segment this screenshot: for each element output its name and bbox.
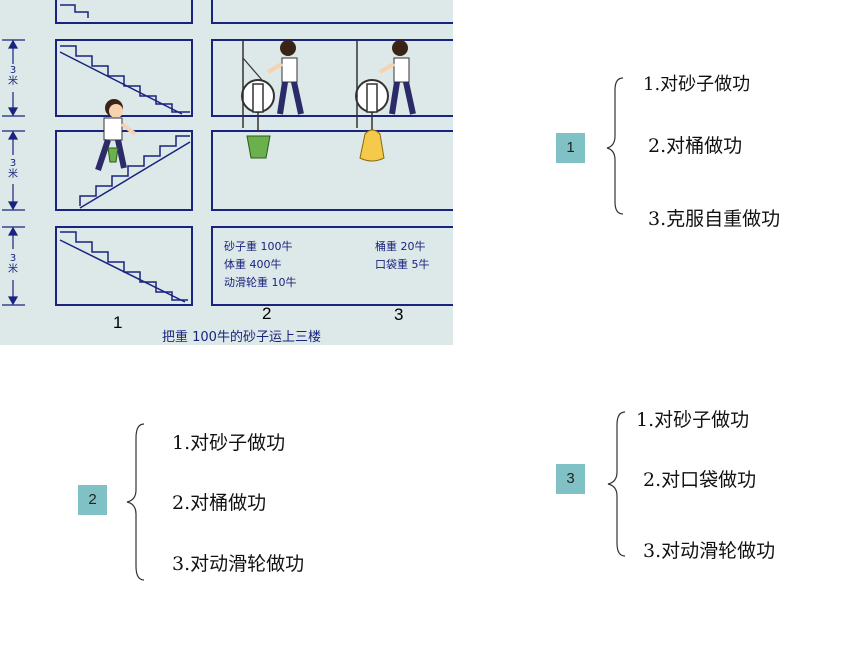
group1-item-3: 3.克服自重做功 <box>648 208 781 230</box>
dimension-label-bottom: 3米 <box>8 253 18 275</box>
group2-item-1: 1.对砂子做功 <box>172 432 286 454</box>
method-badge-2: 2 <box>78 485 107 515</box>
method-number-3: 3 <box>394 305 404 324</box>
building-illustration: 3米 3米 3米 砂子重 100牛 体重 400牛 动滑轮重 10牛 桶重 20… <box>0 0 453 345</box>
dimension-arrows <box>2 39 25 306</box>
bag-weight-text: 口袋重 5牛 <box>375 258 430 271</box>
brace-2 <box>126 423 145 581</box>
group3-item-3: 3.对动滑轮做功 <box>643 540 776 562</box>
bucket-weight-text: 桶重 20牛 <box>375 240 426 253</box>
figure-caption: 把重 100牛的砂子运上三楼 <box>162 330 321 345</box>
floor-box-top-right <box>211 0 453 24</box>
dimension-label-top: 3米 <box>8 65 18 87</box>
floor-box-2-left <box>55 130 193 211</box>
pulley-with-bag <box>355 40 416 162</box>
dimension-label-middle: 3米 <box>8 158 18 180</box>
group2-item-3: 3.对动滑轮做功 <box>172 553 305 575</box>
sand-weight-text: 砂子重 100牛 <box>224 240 293 253</box>
floor-box-3-left <box>55 39 193 117</box>
floor-box-1-left <box>55 226 193 306</box>
group3-item-2: 2.对口袋做功 <box>643 469 757 491</box>
method-badge-3: 3 <box>556 464 585 494</box>
brace-3 <box>607 411 626 557</box>
brace-1 <box>606 77 624 215</box>
group2-item-2: 2.对桶做功 <box>172 492 267 514</box>
floor-box-1-right <box>211 226 453 306</box>
method-badge-1: 1 <box>556 133 585 163</box>
pulley-weight-text: 动滑轮重 10牛 <box>224 276 297 289</box>
group1-item-1: 1.对砂子做功 <box>643 74 751 95</box>
floor-box-2-right <box>211 130 453 211</box>
person-with-bucket <box>95 99 137 171</box>
floor-box-top-left <box>55 0 193 24</box>
floor-box-3-right <box>211 39 453 117</box>
method-number-2: 2 <box>262 304 272 323</box>
pulley-with-bucket <box>241 40 304 159</box>
group3-item-1: 1.对砂子做功 <box>636 409 750 431</box>
method-number-1: 1 <box>113 313 123 332</box>
group1-item-2: 2.对桶做功 <box>648 135 743 157</box>
body-weight-text: 体重 400牛 <box>224 258 282 271</box>
staircases <box>59 4 191 303</box>
building-drawing <box>2 0 453 306</box>
